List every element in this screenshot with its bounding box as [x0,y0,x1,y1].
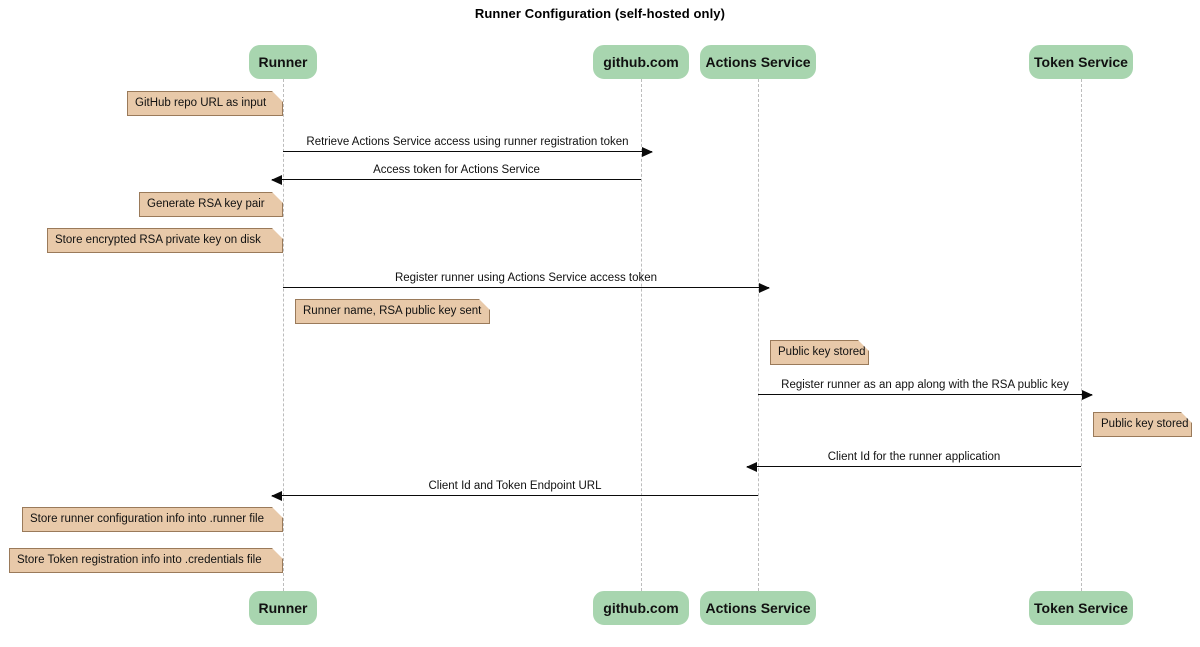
message-label: Client Id for the runner application [827,451,1001,463]
participant-label: Runner [258,54,308,70]
note-text: Store Token registration info into .cred… [17,554,262,566]
participant-bottom-github[interactable]: github.com [593,591,689,625]
note-text: Public key stored [778,346,866,358]
participant-label: Actions Service [705,600,811,616]
participant-label: Token Service [1034,600,1128,616]
participant-label: Token Service [1034,54,1128,70]
lifeline-github [641,79,642,591]
message-label: Access token for Actions Service [373,164,540,176]
note-n4: Runner name, RSA public key sent [295,299,490,324]
lifeline-runner [283,79,284,591]
message-arrow-m1[interactable]: Retrieve Actions Service access using ru… [283,136,653,157]
message-label: Retrieve Actions Service access using ru… [306,136,629,148]
note-n6: Public key stored [1093,412,1192,437]
participant-label: Actions Service [705,54,811,70]
message-arrow-m4[interactable]: Register runner as an app along with the… [758,379,1093,400]
note-n5: Public key stored [770,340,869,365]
note-fold-edge-icon [271,91,283,103]
note-fold-edge-icon [1180,412,1192,424]
arrowhead-right-icon [759,283,770,293]
note-n7: Store runner configuration info into .ru… [22,507,283,532]
lifeline-actions [758,79,759,591]
participant-top-token[interactable]: Token Service [1029,45,1133,79]
arrowhead-left-icon [271,175,282,185]
note-text: Store encrypted RSA private key on disk [55,234,261,246]
note-fold-edge-icon [478,299,490,311]
note-text: Generate RSA key pair [147,198,265,210]
arrowhead-right-icon [1082,390,1093,400]
message-label: Client Id and Token Endpoint URL [428,480,602,492]
note-fold-edge-icon [271,507,283,519]
note-fold-edge-icon [857,340,869,352]
participant-label: github.com [603,54,679,70]
participant-top-actions[interactable]: Actions Service [700,45,816,79]
note-text: Store runner configuration info into .ru… [30,513,264,525]
note-fold-edge-icon [271,548,283,560]
note-text: GitHub repo URL as input [135,97,267,109]
arrowhead-left-icon [271,491,282,501]
participant-top-runner[interactable]: Runner [249,45,317,79]
arrowhead-left-icon [746,462,757,472]
note-n1: GitHub repo URL as input [127,91,283,116]
message-arrow-m6[interactable]: Client Id and Token Endpoint URL [271,480,758,501]
participant-label: Runner [258,600,308,616]
participant-label: github.com [603,600,679,616]
note-text: Runner name, RSA public key sent [303,305,482,317]
note-n8: Store Token registration info into .cred… [9,548,283,573]
lifeline-token [1081,79,1082,591]
participant-bottom-runner[interactable]: Runner [249,591,317,625]
arrowhead-right-icon [642,147,653,157]
note-fold-edge-icon [271,192,283,204]
note-fold-edge-icon [271,228,283,240]
page-title: Runner Configuration (self-hosted only) [474,6,726,21]
note-text: Public key stored [1101,418,1189,430]
note-n3: Store encrypted RSA private key on disk [47,228,283,253]
message-arrow-m3[interactable]: Register runner using Actions Service ac… [283,272,770,293]
message-label: Register runner as an app along with the… [781,379,1069,391]
message-label: Register runner using Actions Service ac… [394,272,658,284]
participant-bottom-token[interactable]: Token Service [1029,591,1133,625]
participant-bottom-actions[interactable]: Actions Service [700,591,816,625]
message-arrow-m5[interactable]: Client Id for the runner application [746,451,1081,472]
note-n2: Generate RSA key pair [139,192,283,217]
message-arrow-m2[interactable]: Access token for Actions Service [271,164,641,185]
participant-top-github[interactable]: github.com [593,45,689,79]
